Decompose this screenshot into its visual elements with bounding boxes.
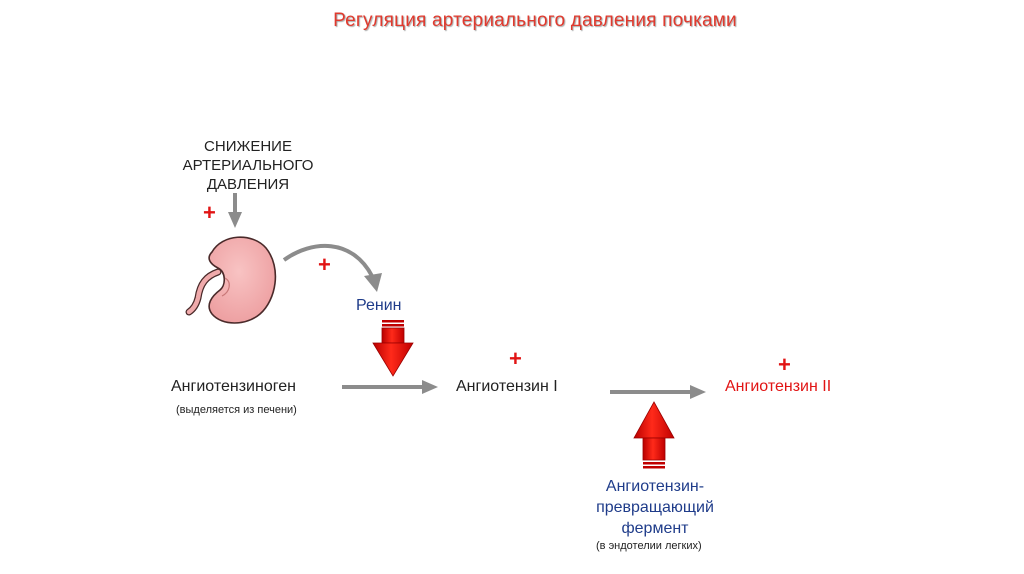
plus-sign-angiotensin-2: +	[778, 352, 791, 377]
angiotensin-2-label: Ангиотензин II	[725, 378, 832, 395]
trigger-label: СНИЖЕНИЕ АРТЕРИАЛЬНОГО ДАВЛЕНИЯ	[168, 137, 328, 194]
ace-line-1: Ангиотензин-	[605, 478, 705, 495]
arrow-angiotensin-1-to-angiotensin-2	[610, 385, 706, 399]
arrow-angiotensinogen-to-angiotensin-1	[342, 380, 438, 394]
trigger-line-3: ДАВЛЕНИЯ	[206, 176, 290, 193]
trigger-line-2: АРТЕРИАЛЬНОГО	[182, 157, 314, 174]
angiotensin-1-label: Ангиотензин I	[456, 378, 558, 395]
ace-line-2: превращающий	[596, 499, 714, 516]
plus-sign-kidney: +	[318, 252, 331, 277]
arrow-kidney-to-renin	[282, 243, 382, 292]
angiotensinogen-note: (выделяется из печени)	[176, 404, 297, 416]
renin-label: Ренин	[356, 297, 402, 314]
ace-note: (в эндотелии легких)	[596, 540, 702, 552]
arrow-pressure-to-kidney	[228, 193, 242, 228]
kidney-icon	[185, 236, 277, 324]
plus-sign-angiotensin-1: +	[509, 346, 522, 371]
renin-action-arrow	[372, 320, 414, 377]
angiotensinogen-label: Ангиотензиноген	[171, 378, 296, 395]
ace-action-arrow	[633, 401, 675, 469]
slide-title: Регуляция артериального давления почками	[333, 10, 737, 31]
trigger-line-1: СНИЖЕНИЕ	[204, 138, 292, 155]
ace-line-3: фермент	[621, 520, 689, 537]
plus-sign-pressure: +	[203, 200, 216, 225]
ace-label: Ангиотензин- превращающий фермент	[575, 476, 735, 539]
